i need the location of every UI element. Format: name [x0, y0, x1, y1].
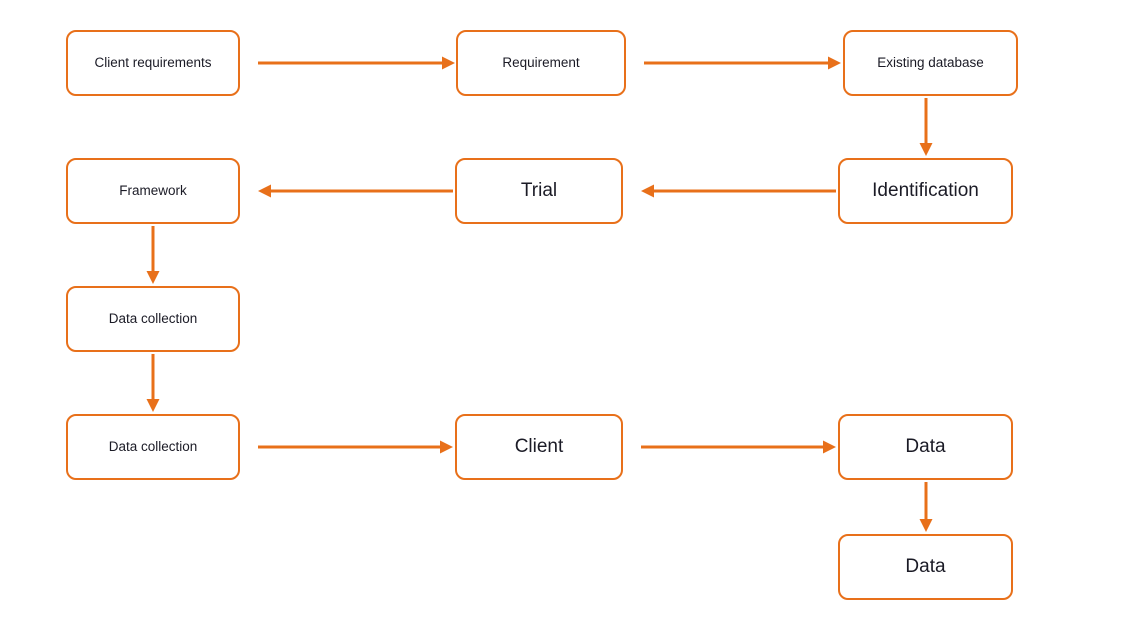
flow-node-data-collection-2[interactable]: Data collection	[66, 414, 240, 480]
flow-node-label: Trial	[520, 180, 558, 202]
flow-node-label: Data	[905, 436, 946, 458]
flow-arrowhead-icon	[828, 56, 841, 70]
flow-arrow-edge-trial-to-framework	[258, 184, 453, 198]
flow-arrow-edge-requirement-to-existing-database	[644, 56, 841, 70]
flow-arrowhead-icon	[919, 519, 933, 532]
flow-node-existing-database[interactable]: Existing database	[843, 30, 1018, 96]
flow-node-identification[interactable]: Identification	[838, 158, 1013, 224]
flow-arrowhead-icon	[146, 399, 160, 412]
flow-node-label: Data	[905, 556, 946, 578]
flow-node-framework[interactable]: Framework	[66, 158, 240, 224]
flow-node-data-collection-1[interactable]: Data collection	[66, 286, 240, 352]
flow-node-label: Data collection	[108, 439, 198, 455]
flow-arrowhead-icon	[258, 184, 271, 198]
flow-node-label: Requirement	[502, 55, 580, 71]
flow-node-data-1[interactable]: Data	[838, 414, 1013, 480]
flow-arrow-edge-framework-to-data-collection-1	[146, 226, 160, 284]
flow-arrow-edge-client-requirements-to-requirement	[258, 56, 455, 70]
flow-node-label: Client	[514, 436, 564, 458]
flow-arrow-edge-data-1-to-data-2	[919, 482, 933, 532]
flow-arrow-edge-data-collection-1-to-2	[146, 354, 160, 412]
flow-node-label: Identification	[872, 180, 979, 202]
flow-arrow-edge-client-to-data-1	[641, 440, 836, 454]
flow-node-label: Data collection	[108, 311, 198, 327]
flow-node-label: Existing database	[877, 55, 984, 71]
flow-arrow-edge-identification-to-trial	[641, 184, 836, 198]
flow-node-client[interactable]: Client	[455, 414, 623, 480]
flow-arrow-edge-data-collection-2-to-client	[258, 440, 453, 454]
flow-node-label: Framework	[119, 183, 187, 199]
flow-arrowhead-icon	[823, 440, 836, 454]
flow-arrowhead-icon	[919, 143, 933, 156]
flow-node-label: Client requirements	[94, 55, 212, 71]
flow-node-trial[interactable]: Trial	[455, 158, 623, 224]
flow-arrow-edge-existing-database-to-identification	[919, 98, 933, 156]
flow-node-data-2[interactable]: Data	[838, 534, 1013, 600]
flow-node-client-requirements[interactable]: Client requirements	[66, 30, 240, 96]
flow-arrowhead-icon	[641, 184, 654, 198]
flow-arrowhead-icon	[146, 271, 160, 284]
flow-arrowhead-icon	[440, 440, 453, 454]
flow-node-requirement[interactable]: Requirement	[456, 30, 626, 96]
flow-arrowhead-icon	[442, 56, 455, 70]
